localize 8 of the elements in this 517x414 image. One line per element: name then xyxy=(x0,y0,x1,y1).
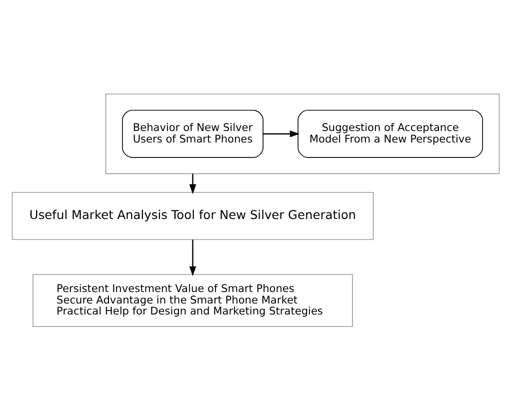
node-box: Behavior of New Silver Users of Smart Phones xyxy=(122,110,263,158)
arrow xyxy=(262,130,300,138)
arrow xyxy=(188,174,196,194)
node-box: Persistent Investment Value of Smart Phones Secure Advantage in the Smart Phone Market Practical Help for Design and Marketing Strategies xyxy=(32,274,352,327)
arrow xyxy=(188,240,196,276)
node-box: Useful Market Analysis Tool for New Silver Generation xyxy=(11,192,374,240)
cluster xyxy=(104,94,500,174)
node-box: Suggestion of Acceptance Model From a New Perspective xyxy=(297,110,482,158)
